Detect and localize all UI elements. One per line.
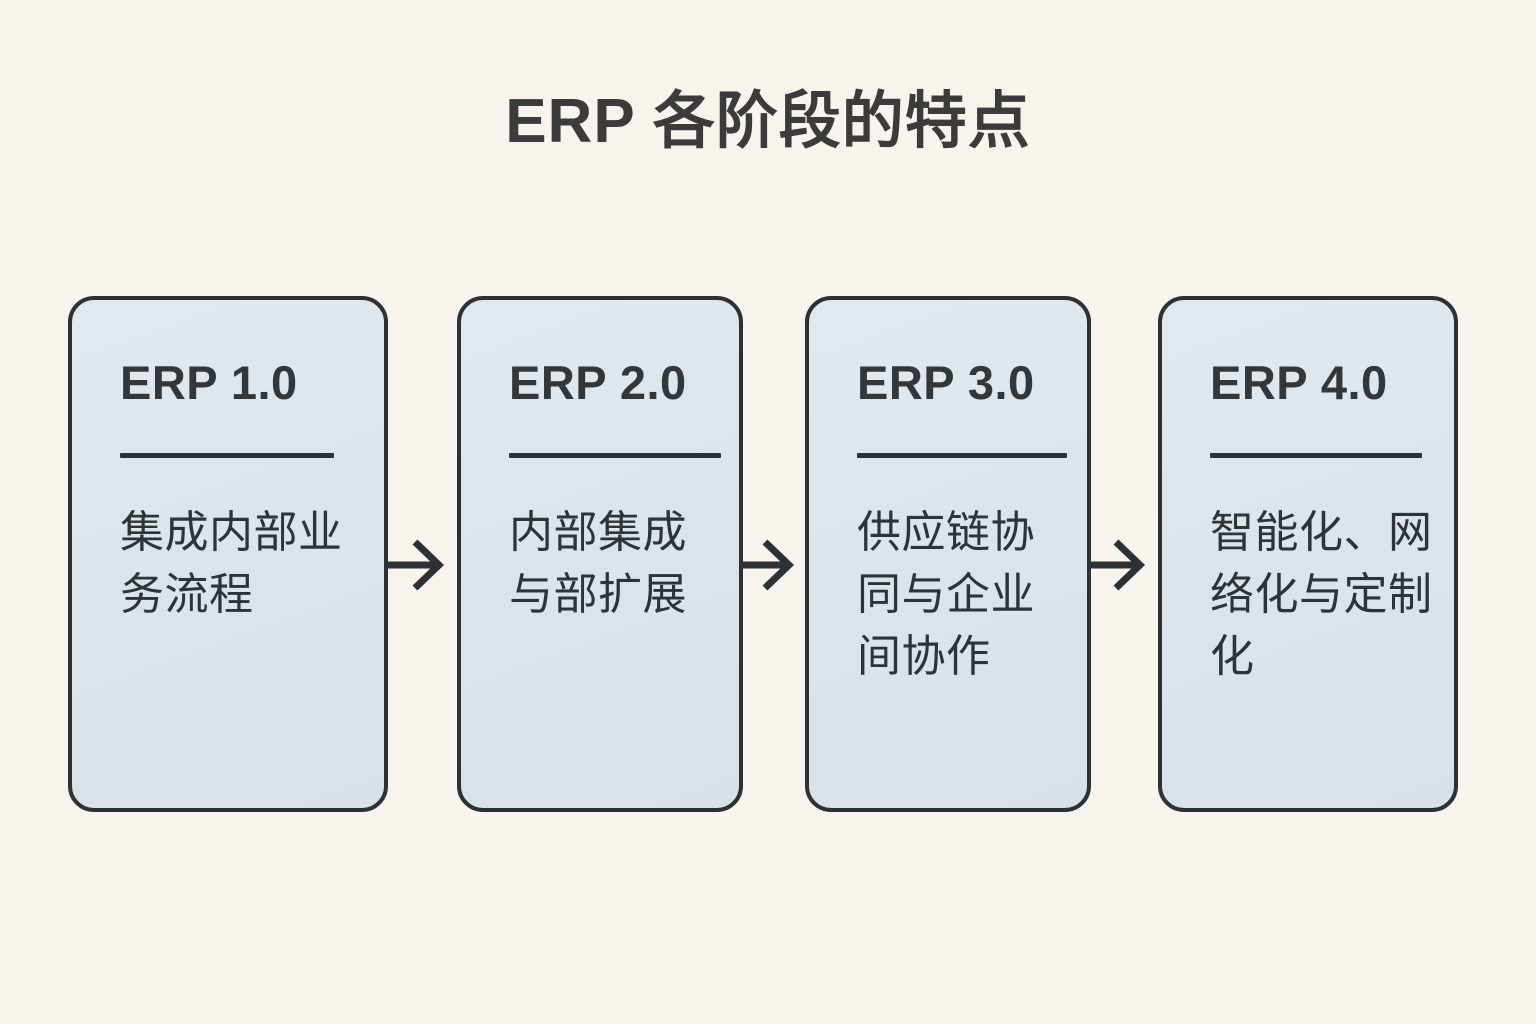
stage-card-erp-3[interactable]: ERP 3.0 供应链协同与企业间协作 bbox=[805, 296, 1091, 812]
stage-card-content: ERP 3.0 供应链协同与企业间协作 bbox=[809, 300, 1087, 808]
stage-card-content: ERP 4.0 智能化、网络化与定制化 bbox=[1162, 300, 1454, 808]
stage-title: ERP 3.0 bbox=[857, 356, 1035, 409]
stage-card-content: ERP 2.0 内部集成与部扩展 bbox=[461, 300, 739, 808]
stage-card-erp-4[interactable]: ERP 4.0 智能化、网络化与定制化 bbox=[1158, 296, 1458, 812]
page-title: ERP 各阶段的特点 bbox=[505, 87, 1031, 156]
arrow-right-icon-3 bbox=[1080, 526, 1158, 604]
stage-title: ERP 1.0 bbox=[120, 356, 298, 409]
stage-card-erp-2[interactable]: ERP 2.0 内部集成与部扩展 bbox=[457, 296, 743, 812]
stage-description: 内部集成与部扩展 bbox=[509, 508, 687, 620]
stage-title: ERP 4.0 bbox=[1210, 356, 1388, 409]
stage-description: 供应链协同与企业间协作 bbox=[857, 508, 1035, 682]
erp-stage-flow: ERP 1.0 集成内部业务流程 ERP 2.0 内部集成与部扩展 ERP 3.… bbox=[68, 296, 1458, 816]
stage-card-erp-1[interactable]: ERP 1.0 集成内部业务流程 bbox=[68, 296, 388, 812]
stage-divider bbox=[509, 453, 721, 459]
stage-divider bbox=[120, 453, 334, 459]
stage-description: 集成内部业务流程 bbox=[120, 508, 343, 620]
arrow-right-icon-1 bbox=[379, 526, 457, 604]
stage-divider bbox=[857, 453, 1067, 459]
stage-divider bbox=[1210, 453, 1422, 459]
stage-title: ERP 2.0 bbox=[509, 356, 687, 409]
stage-description: 智能化、网络化与定制化 bbox=[1210, 508, 1433, 682]
stage-card-content: ERP 1.0 集成内部业务流程 bbox=[72, 300, 384, 808]
